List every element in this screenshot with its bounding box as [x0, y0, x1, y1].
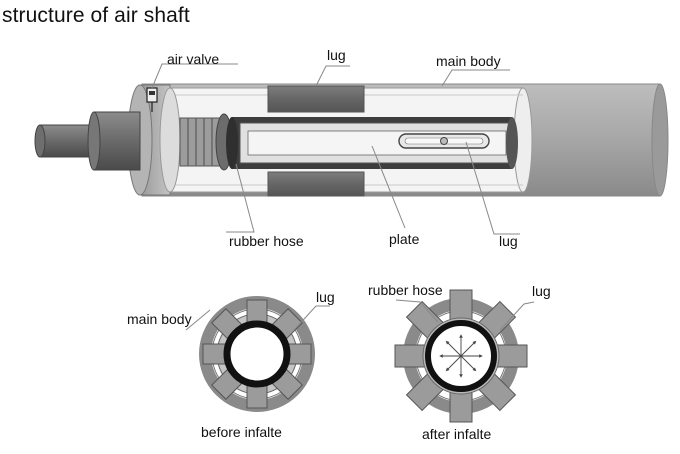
label-rubber-hose-after: rubber hose	[368, 282, 443, 298]
caption-after: after infalte	[422, 426, 492, 442]
label-lug-shaft: lug	[499, 233, 518, 249]
shaft-stub	[34, 111, 141, 171]
threaded-collar	[179, 113, 238, 171]
label-main-body-left: main body	[127, 311, 192, 327]
label-lug-before: lug	[316, 289, 335, 305]
lug-upper	[267, 85, 365, 113]
label-lug-top: lug	[327, 47, 346, 63]
inflate-arrows	[439, 334, 483, 378]
cross-section-after	[394, 289, 528, 423]
caption-before: before infalte	[201, 424, 282, 440]
label-main-body-top: main body	[436, 53, 501, 69]
leader-lines-bottom	[185, 299, 535, 331]
label-plate: plate	[389, 231, 420, 247]
diagram-title: structure of air shaft	[2, 4, 190, 27]
label-rubber-hose-top: rubber hose	[229, 233, 304, 249]
leader-lines-top	[151, 63, 520, 235]
label-air-valve: air valve	[167, 51, 220, 67]
lug-lower	[267, 171, 365, 197]
label-lug-after: lug	[532, 283, 551, 299]
cross-section-before	[199, 296, 315, 412]
plate-slot	[398, 133, 490, 149]
